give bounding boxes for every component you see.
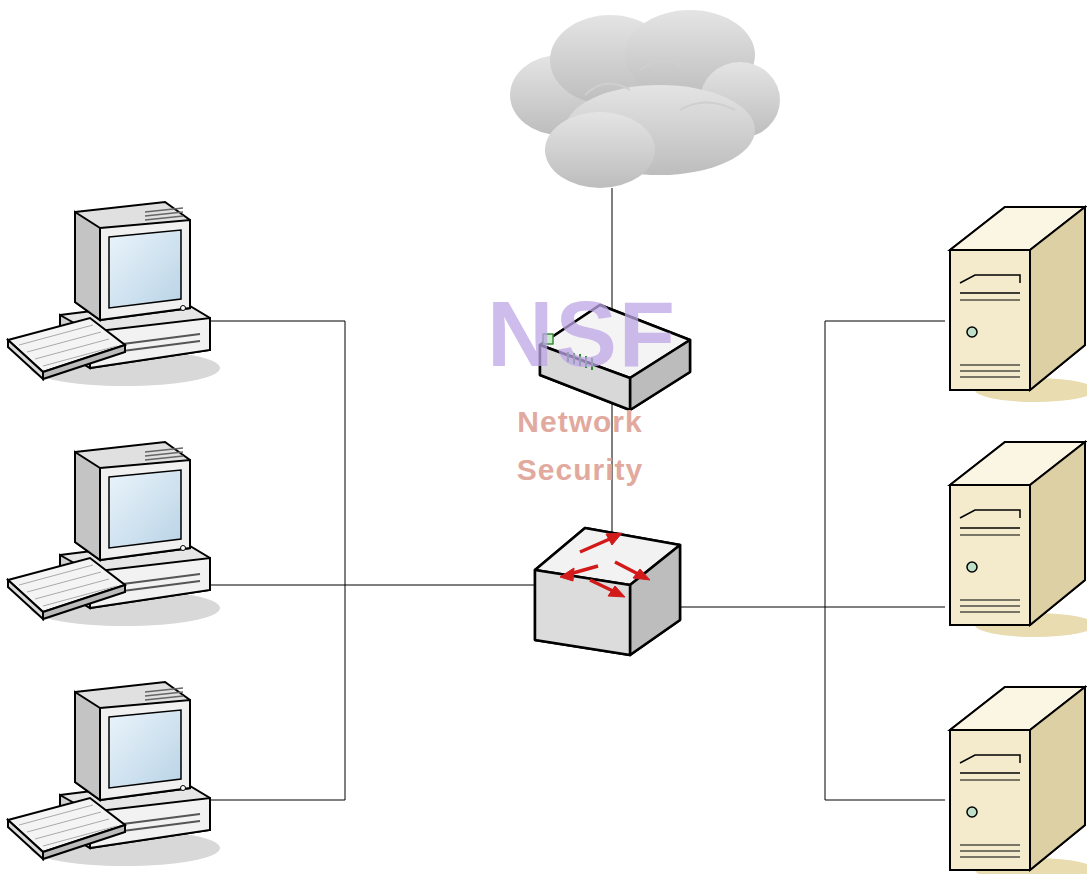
watermark-text: Security [517, 455, 643, 485]
watermark-text: NSF [487, 288, 677, 380]
watermark-text: Network [517, 407, 642, 437]
